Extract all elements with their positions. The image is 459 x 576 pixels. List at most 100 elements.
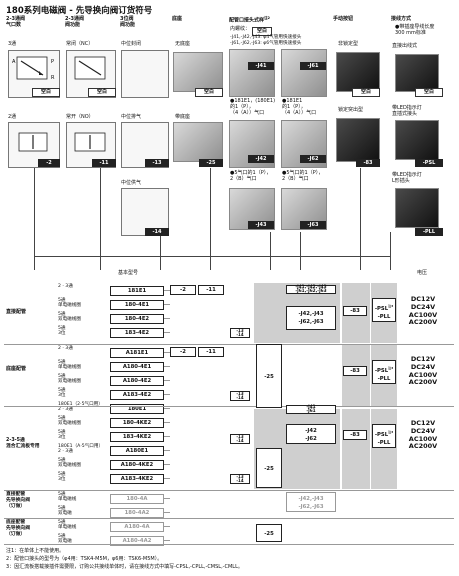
note-1: 注1：在单体上不能使用。 [6, 548, 65, 554]
row-label: 5通 单电磁线圈 [58, 360, 81, 371]
svg-text:R: R [51, 75, 55, 81]
row-model: 180-4E1 [110, 300, 164, 310]
j4-note: -J41,-J42,-J43: φ4气管用快速接头 [230, 35, 302, 40]
pll-photo [395, 188, 439, 228]
center-pressure-label: 中位供气 [121, 180, 142, 186]
row-model: 180-4A2 [110, 508, 164, 518]
row-label: 2 · 3通 [58, 284, 73, 289]
group-direct: 直接配管 [6, 309, 27, 315]
j6-note: -J61,-J62,-J63: φ6气管用快速接头 [230, 41, 302, 46]
row-model: 181E1 [110, 286, 164, 296]
no-base-code: 空白 [195, 88, 223, 97]
plain-photo [395, 54, 439, 92]
no-base-label: 无底座 [175, 41, 191, 47]
header-function: 2-3通阀 阀功能 [65, 16, 85, 28]
row-label: 5通 单电磁线 [58, 520, 77, 531]
opt-j-direct-order: -J42,-J43-J62,-J63 [286, 492, 336, 512]
svg-text:A: A [12, 59, 16, 65]
group-manifold: 底座配管 [6, 366, 27, 372]
row-label: 2 · 3通 [58, 346, 73, 351]
row-model: A180-4E2 [110, 376, 164, 386]
no-label: 常开（NO） [66, 114, 94, 120]
row-label: 5通 双电磁线圈 [58, 458, 81, 469]
sup-2: 注3 [388, 366, 394, 370]
fitting-tag-j61: -J61 [300, 62, 326, 70]
fitting-photo-2 [281, 49, 327, 97]
opt-j-direct: -J42,-J43-J62,-J63 [286, 306, 336, 330]
header-ports: 2-3通阀 气口数 [6, 16, 26, 28]
opt-psl-pll-manifold: -PSL注3-PLL [372, 360, 396, 384]
row-label: 5通 3位 [58, 430, 66, 441]
psl-photo [395, 120, 439, 160]
lock-code: -83 [356, 159, 380, 167]
row-label: 5通 双电磁 [58, 506, 72, 517]
fitting-note-3: ●5气口的1（P）， 2（B）气口 [230, 170, 272, 182]
base-model-header: 基本型号 [118, 270, 139, 276]
row-model: 180-4KE2 [110, 418, 164, 428]
opt-m13-m14-r8: -13-14 [230, 391, 250, 401]
row-label: 5通 3位 [58, 472, 66, 483]
sup-1: 注3 [388, 304, 394, 308]
note-3: 3：因汇流板搭载接插件需要限，订购公共接线单体时，请在接线方式中填写-CPSL,… [6, 564, 243, 570]
opt-m13-m14-r4: -13-14 [230, 328, 250, 338]
opt-m83-manifold: -83 [343, 366, 367, 376]
opt-m83-mixed: -83 [343, 430, 367, 440]
non-lock-code: 空白 [352, 88, 380, 97]
non-lock-photo [336, 52, 380, 92]
row-model: 180-4A [110, 494, 164, 504]
opt-m25-mixed: -25 [256, 448, 282, 488]
plain-label: 直接出线式 [392, 43, 418, 49]
row-model: A180E1 [110, 446, 164, 456]
row-model: 180-4E2 [110, 314, 164, 324]
opt-m11-r1: -11 [198, 285, 224, 295]
opt-m2-r5: -2 [170, 347, 196, 357]
opt-m25-base-order: -25 [256, 524, 282, 542]
header-fitting: 配管口接头式样注2 [229, 16, 270, 24]
no-base-photo [173, 52, 223, 92]
row-model: 183-4E2 [110, 328, 164, 338]
thread-label: 内螺纹： [230, 26, 251, 32]
row-model: A180-4A [110, 522, 164, 532]
wiring-note: ●带插座导线长度 300 mm标准 [395, 24, 435, 36]
row-label: 5通 双电磁线圈 [58, 312, 81, 323]
valve-symbol-icon [74, 56, 106, 80]
fitting-tag-j41: -J41 [248, 62, 274, 70]
nc-code: 空白 [88, 88, 116, 97]
fitting-note-1: ●181E1，(180E1) 的1（P）， （4（A））气口 [230, 98, 276, 116]
opt-m2-r1: -2 [170, 285, 196, 295]
row-label: 180E1（2·5气口用） 2 · 3通 [58, 402, 103, 413]
no-code: -11 [92, 159, 116, 167]
row-model: A181E1 [110, 348, 164, 358]
psl-label: 带LED指示灯 直插式接头 [392, 105, 422, 117]
header-base: 底座 [172, 16, 183, 22]
fitting-note-4: ●5气口的1（P）， 2（B）气口 [282, 170, 324, 182]
header-3pos: 3位阀 阀功能 [120, 16, 136, 28]
nc-label: 常闭（NC） [66, 41, 94, 47]
opt-j-mixed: -J42-J62 [286, 424, 336, 444]
fitting-sup: 注2 [264, 16, 270, 20]
row-label: 5通 3位 [58, 388, 66, 399]
sup-3: 注3 [388, 430, 394, 434]
group-base-order: 底座配管 先导换向阀 （订做） [6, 520, 30, 537]
group-mixed: 2-3-5通 混合汇流板专用 [6, 438, 40, 449]
center-pressure-code: -14 [145, 228, 169, 236]
pll-code: -PLL [415, 228, 443, 236]
row-model: A183-4E2 [110, 390, 164, 400]
plain-code: 空白 [415, 88, 443, 97]
lock-photo [336, 118, 380, 162]
non-lock-label: 非锁定型 [338, 41, 359, 47]
opt-j-r9: -J41-J61 [286, 405, 336, 414]
opt-j-r1: -J41,-J42,-J43-J61,-J62,-J63 [286, 285, 336, 294]
fitting-tag-j62: -J62 [300, 155, 326, 163]
header-manual: 手动按钮 [333, 16, 354, 22]
lock-label: 锁定突出型 [338, 107, 364, 113]
pll-label: 带LED指示灯 L形插头 [392, 172, 422, 184]
valve-symbol-icon [74, 132, 106, 152]
opt-m13-m14-r14: -13-14 [230, 474, 250, 484]
row-model: 183-4KE2 [110, 432, 164, 442]
row-model: A180-4A2 [110, 536, 164, 546]
row-label: 5通 双电磁线圈 [58, 374, 81, 385]
